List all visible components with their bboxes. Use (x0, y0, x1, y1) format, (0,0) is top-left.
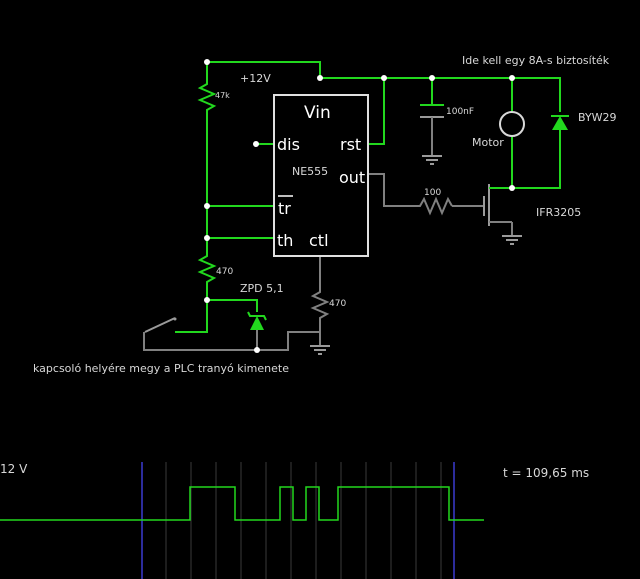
mosfet-ifr3205[interactable] (483, 184, 512, 226)
scope-voltage-label: 12 V (0, 462, 28, 476)
pin-dis-label: dis (277, 135, 300, 154)
zener-diode[interactable] (247, 311, 267, 334)
pin-rst-label: rst (340, 135, 361, 154)
pin-out-label: out (339, 168, 365, 187)
resistor-470-ctl[interactable] (310, 288, 330, 320)
pin-vin-label: Vin (304, 103, 331, 123)
scope-panel[interactable] (0, 462, 484, 579)
resistor-470-mid-label: 470 (216, 267, 233, 277)
fuse-note: Ide kell egy 8A-s biztosíték (462, 54, 610, 67)
resistor-100-label: 100 (424, 188, 441, 198)
chip-name-label: NE555 (292, 165, 328, 178)
switch-note: kapcsoló helyére megy a PLC tranyó kimen… (33, 362, 289, 375)
pin-ctl-label: ctl (309, 231, 329, 250)
ground-symbol-ctl (310, 345, 330, 355)
scope-time-readout: t = 109,65 ms (503, 466, 589, 480)
junction-dots (204, 59, 515, 353)
switch[interactable] (173, 317, 177, 321)
motor[interactable] (499, 111, 525, 137)
scope-trace (0, 486, 484, 521)
pin-tr-label: tr (278, 199, 291, 218)
resistor-470-ctl-label: 470 (329, 299, 346, 309)
mosfet-label: IFR3205 (536, 206, 581, 219)
wire-group-low (143, 122, 513, 351)
ground-symbol-cap (422, 155, 442, 165)
ne555-chip[interactable] (273, 94, 369, 257)
zener-label: ZPD 5,1 (240, 282, 284, 295)
diode-byw29[interactable] (551, 115, 569, 136)
capacitor-100nf[interactable] (420, 104, 444, 122)
resistor-47k-label: 47k (215, 91, 230, 100)
diode-label: BYW29 (578, 111, 617, 124)
capacitor-label: 100nF (446, 107, 474, 117)
pin-th-label: th (277, 231, 293, 250)
resistor-47k[interactable] (197, 78, 217, 112)
motor-label: Motor (472, 136, 504, 149)
supply-label: +12V (240, 72, 271, 85)
resistor-100-gate[interactable] (416, 196, 453, 216)
resistor-470-mid[interactable] (197, 252, 217, 286)
ground-symbol-mosfet (502, 235, 522, 245)
wire-group (175, 61, 561, 333)
